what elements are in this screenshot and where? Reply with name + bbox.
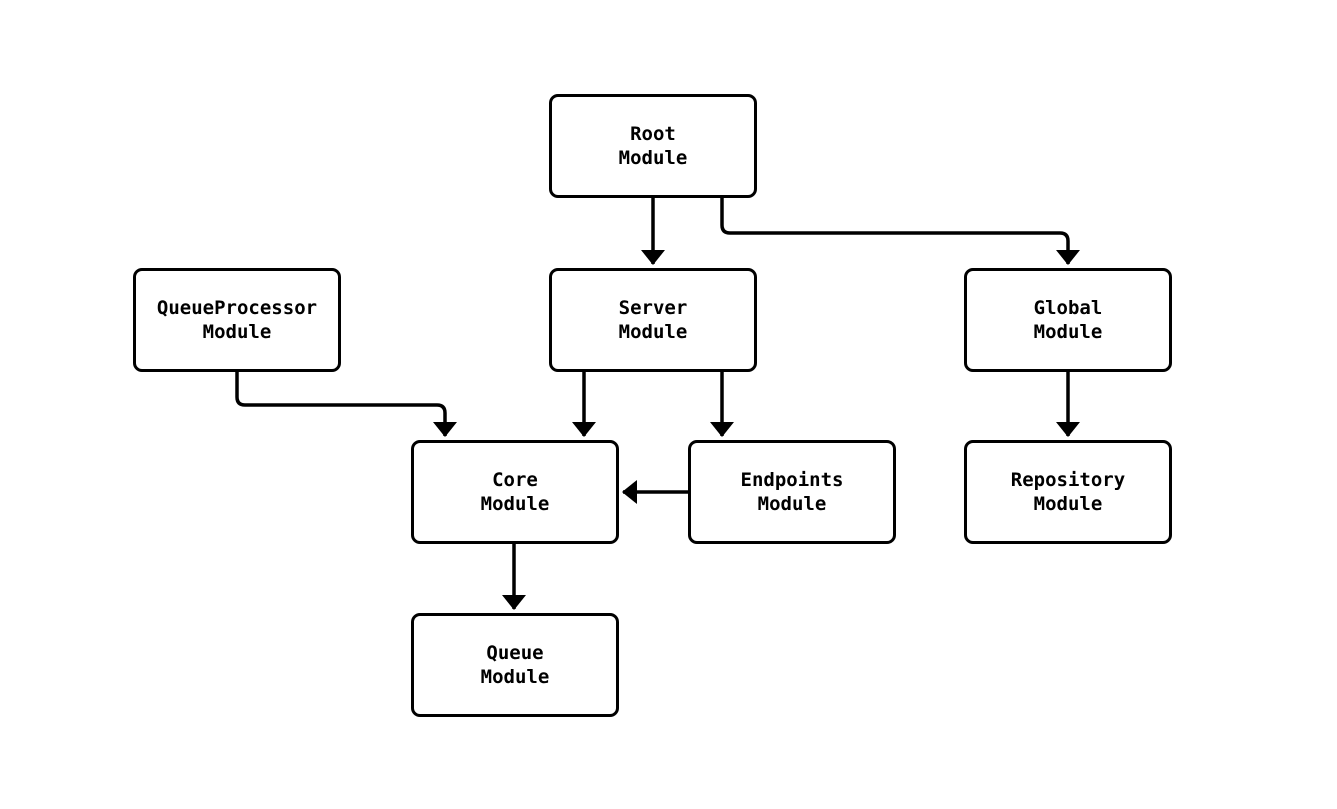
node-label-line1: Server <box>618 297 688 319</box>
node-repository-module: Repository Module <box>964 440 1172 544</box>
node-label-line2: Module <box>618 147 688 169</box>
node-queueprocessor-module: QueueProcessor Module <box>133 268 341 372</box>
node-label-line1: Core <box>492 469 538 491</box>
node-global-module: Global Module <box>964 268 1172 372</box>
node-core-module: Core Module <box>411 440 619 544</box>
node-label-line2: Module <box>1033 321 1103 343</box>
edge-root-to-global <box>720 198 1080 265</box>
node-label-line2: Module <box>480 493 550 515</box>
node-label-line1: Global <box>1033 297 1103 319</box>
node-queue-module: Queue Module <box>411 613 619 717</box>
node-label-line1: Repository <box>1010 469 1126 491</box>
node-label-line1: Endpoints <box>740 469 844 491</box>
node-label-line2: Module <box>618 321 688 343</box>
node-label-line1: Queue <box>486 642 544 664</box>
edge-queueprocessor-to-core <box>235 372 457 437</box>
node-label-line2: Module <box>480 666 550 688</box>
node-server-module: Server Module <box>549 268 757 372</box>
node-endpoints-module: Endpoints Module <box>688 440 896 544</box>
node-label-line1: QueueProcessor <box>156 297 318 319</box>
node-label-line1: Root <box>630 123 676 145</box>
node-label-line2: Module <box>202 321 272 343</box>
node-label-line2: Module <box>757 493 827 515</box>
node-root-module: Root Module <box>549 94 757 198</box>
node-label-line2: Module <box>1033 493 1103 515</box>
